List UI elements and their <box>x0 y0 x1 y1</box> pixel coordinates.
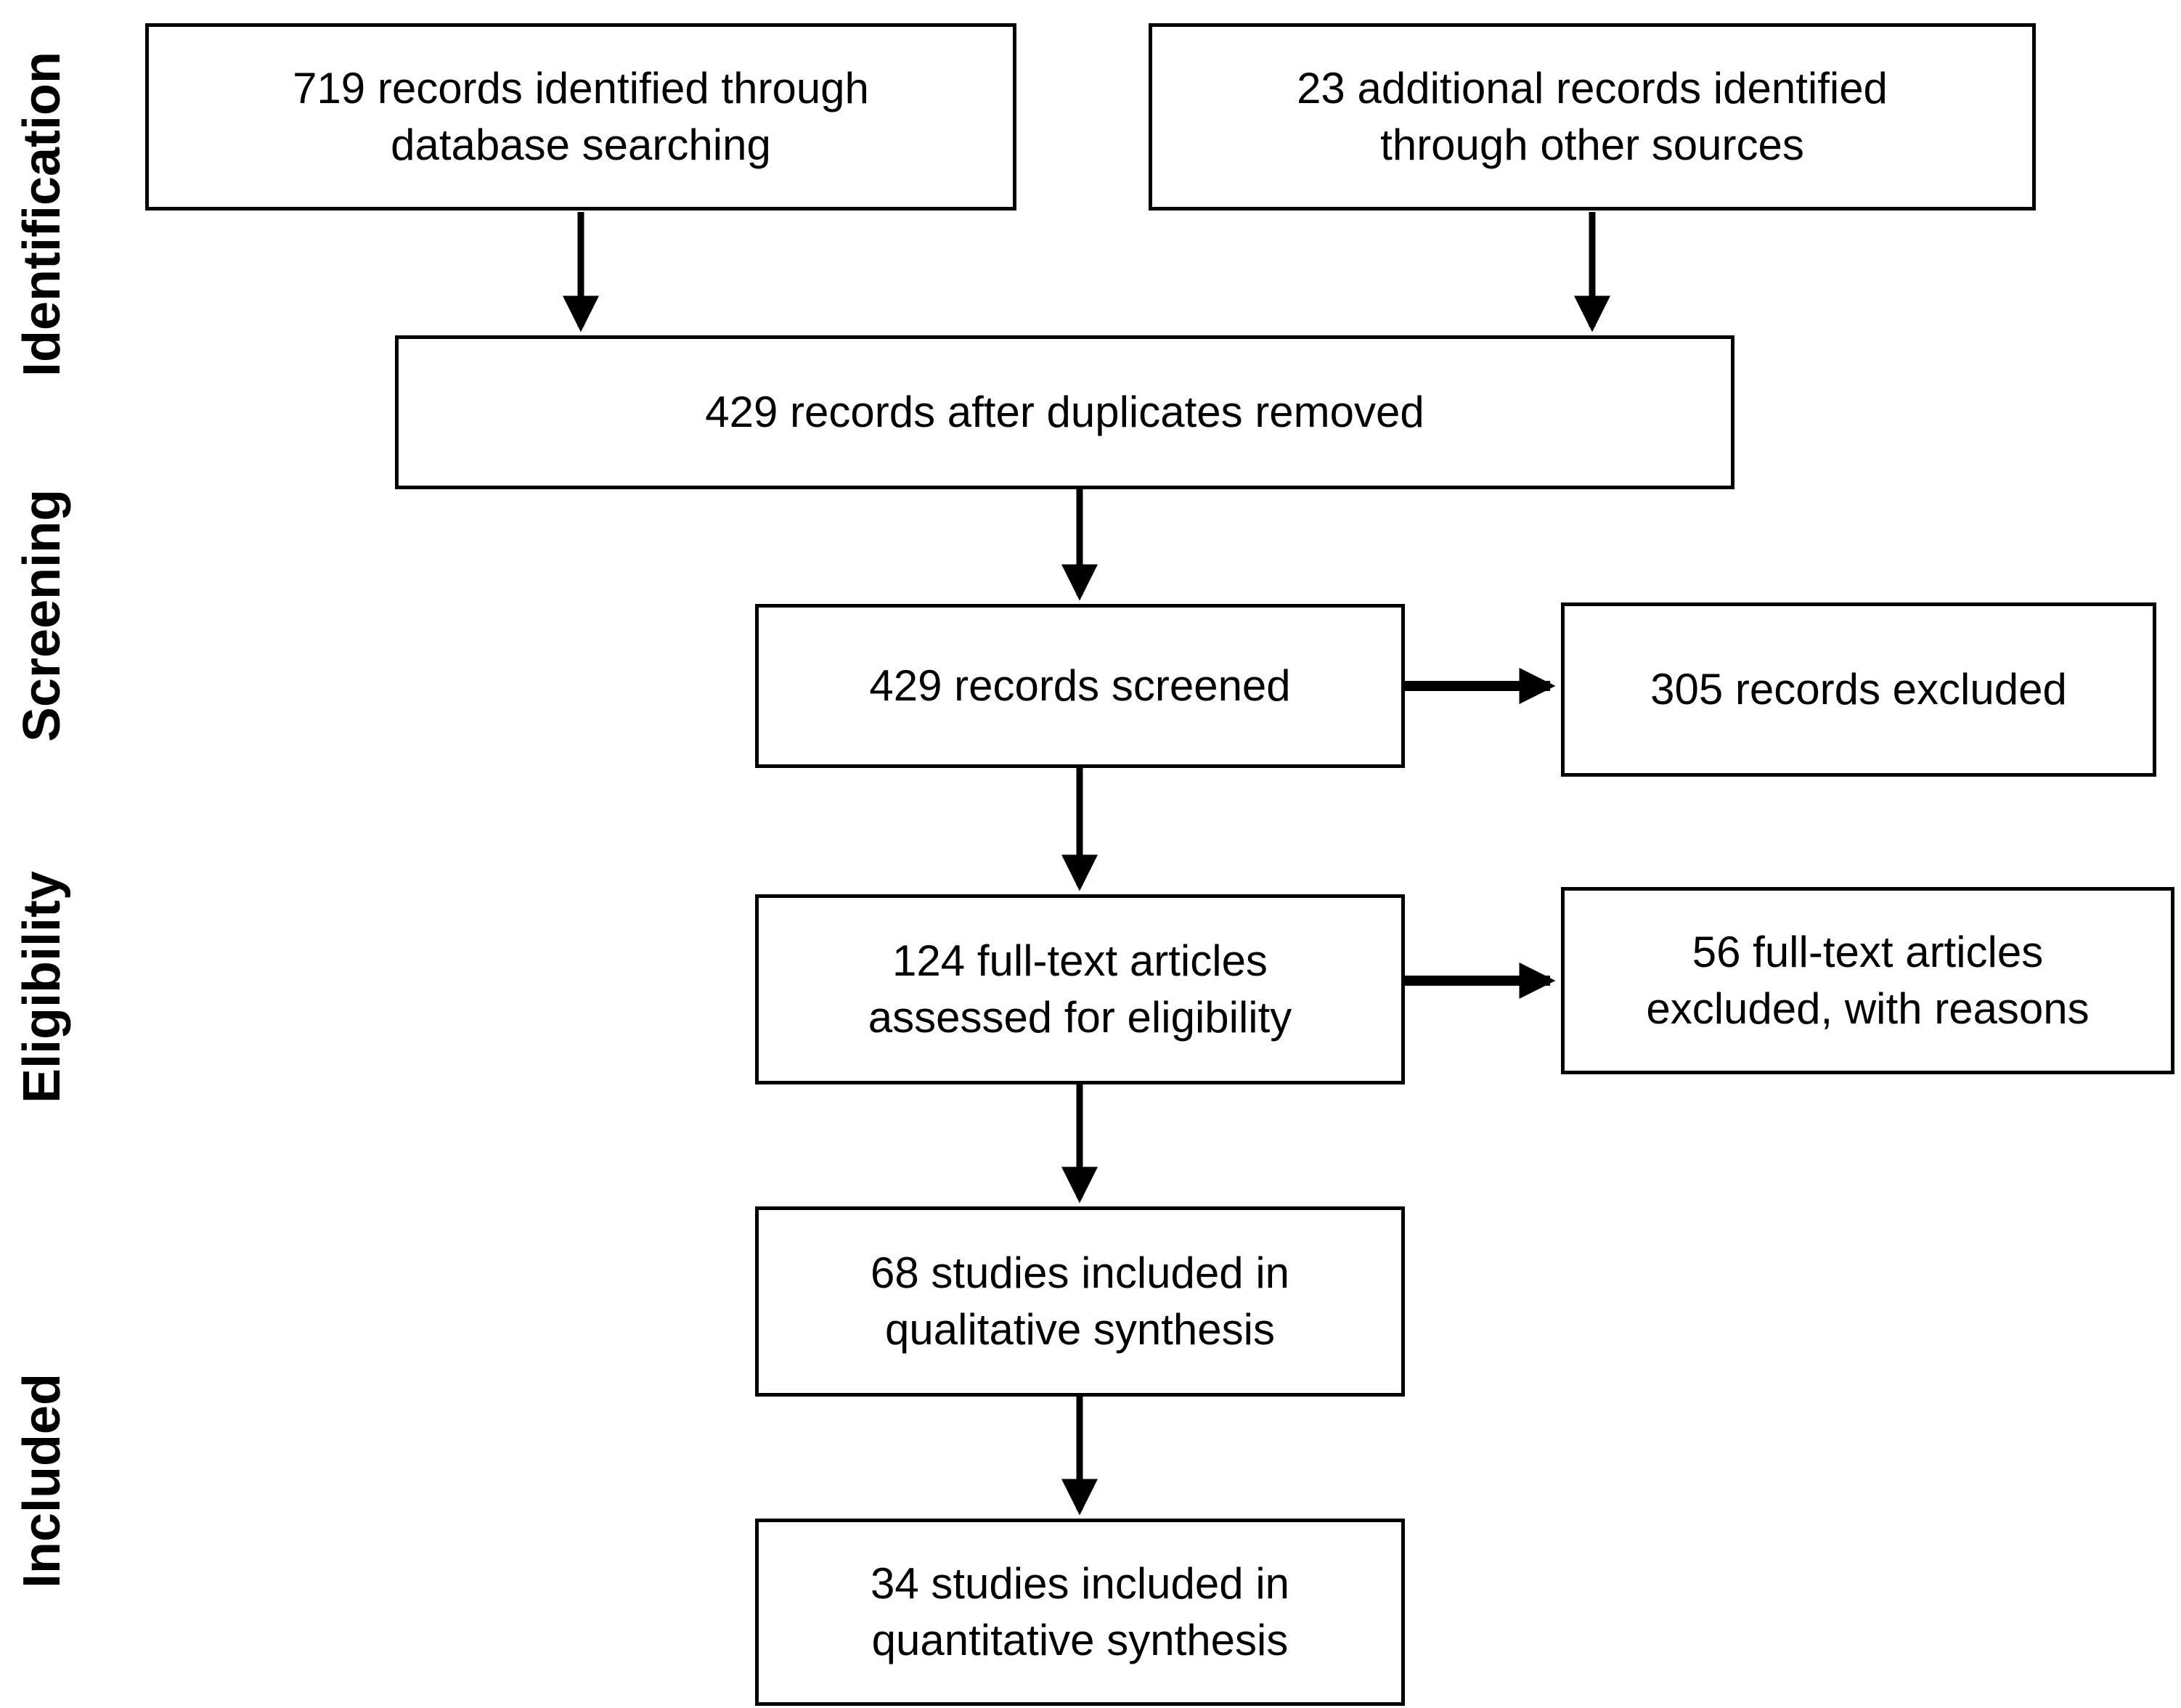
box-records-excluded: 305 records excluded <box>1561 602 2156 777</box>
box-records-screened-text: 429 records screened <box>869 661 1291 710</box>
box-records-identified-db-text: 719 records identified through database … <box>293 64 869 169</box>
box-fulltext-assessed-text: 124 full-text articles assessed for elig… <box>868 936 1292 1042</box>
stage-label-identification: Identification <box>13 52 71 377</box>
box-records-identified-db: 719 records identified through database … <box>145 23 1016 211</box>
box-records-after-duplicates-text: 429 records after duplicates removed <box>705 388 1424 436</box>
stage-label-screening: Screening <box>13 489 71 743</box>
box-records-identified-other: 23 additional records identified through… <box>1149 23 2036 211</box>
box-qualitative-synthesis: 68 studies included in qualitative synth… <box>755 1206 1405 1397</box>
box-records-excluded-text: 305 records excluded <box>1650 665 2067 714</box>
box-records-after-duplicates: 429 records after duplicates removed <box>395 335 1734 489</box>
box-quantitative-synthesis: 34 studies included in quantitative synt… <box>755 1519 1405 1706</box>
stage-label-eligibility: Eligibility <box>13 870 71 1104</box>
box-quantitative-synthesis-text: 34 studies included in quantitative synt… <box>870 1559 1290 1664</box>
box-fulltext-excluded: 56 full-text articles excluded, with rea… <box>1561 887 2174 1074</box>
box-records-screened: 429 records screened <box>755 604 1405 768</box>
box-qualitative-synthesis-text: 68 studies included in qualitative synth… <box>870 1249 1290 1354</box>
stage-label-included: Included <box>13 1373 71 1589</box>
box-fulltext-excluded-text: 56 full-text articles excluded, with rea… <box>1646 928 2090 1033</box>
box-fulltext-assessed: 124 full-text articles assessed for elig… <box>755 894 1405 1084</box>
box-records-identified-other-text: 23 additional records identified through… <box>1297 64 1888 169</box>
